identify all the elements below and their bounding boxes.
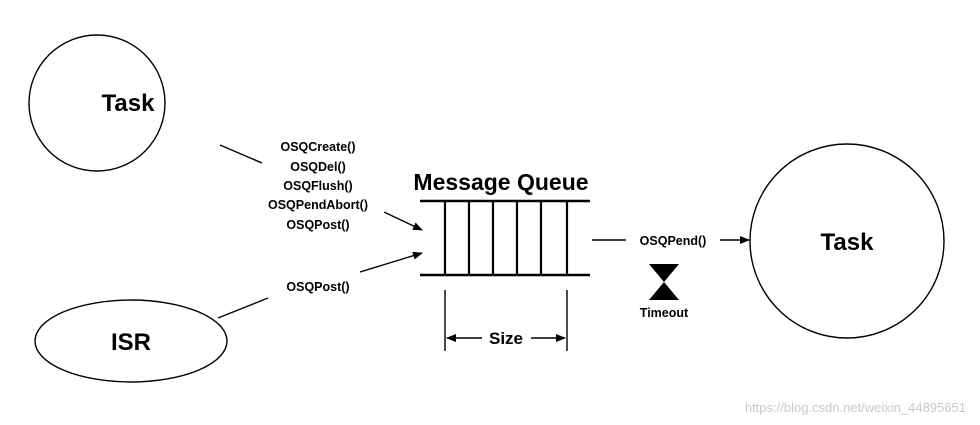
task-left-label: Task bbox=[102, 90, 156, 117]
call-osqpost-isr: OSQPost() bbox=[286, 280, 349, 294]
hourglass-icon bbox=[649, 264, 679, 300]
task-left-node: Task bbox=[28, 34, 166, 172]
task-right-node: Task bbox=[749, 143, 945, 339]
isr-connector-line bbox=[217, 297, 269, 319]
size-label: Size bbox=[489, 329, 523, 348]
call-osqpend: OSQPend() bbox=[640, 234, 707, 248]
isr-to-queue-arrow bbox=[359, 251, 423, 273]
call-osqpost-task: OSQPost() bbox=[286, 218, 349, 232]
message-queue bbox=[420, 199, 590, 277]
call-osqcreate: OSQCreate() bbox=[280, 140, 355, 154]
call-osqpendabort: OSQPendAbort() bbox=[268, 198, 368, 212]
task-connector-line bbox=[219, 144, 263, 164]
size-dimension: Size bbox=[444, 290, 568, 351]
timeout-label: Timeout bbox=[640, 306, 689, 320]
task-right-label: Task bbox=[821, 229, 875, 256]
call-osqdel: OSQDel() bbox=[290, 160, 346, 174]
isr-label: ISR bbox=[111, 329, 151, 356]
task-to-queue-arrow bbox=[383, 211, 423, 231]
task-call-list: OSQCreate() OSQDel() OSQFlush() OSQPendA… bbox=[268, 140, 368, 232]
watermark-text: https://blog.csdn.net/weixin_44895651 bbox=[745, 400, 966, 415]
queue-title: Message Queue bbox=[413, 169, 588, 195]
isr-node: ISR bbox=[34, 299, 228, 383]
call-osqflush: OSQFlush() bbox=[283, 179, 352, 193]
